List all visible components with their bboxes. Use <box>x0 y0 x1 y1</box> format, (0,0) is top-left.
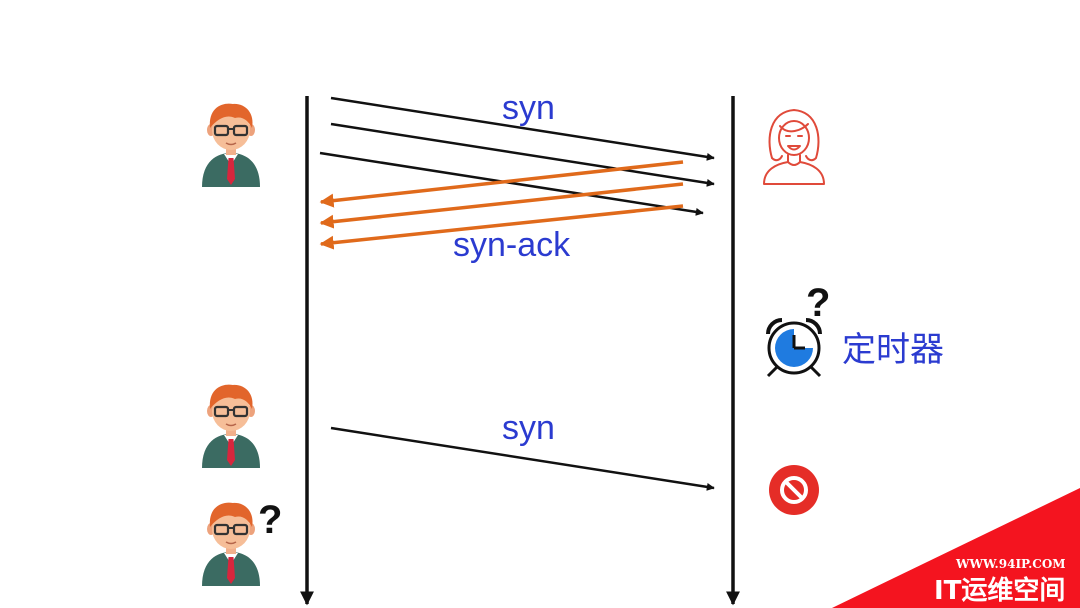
syn-ack-label: syn-ack <box>453 226 571 264</box>
watermark: WWW.94IP.COM IT运维空间 <box>832 488 1080 608</box>
watermark-banner <box>832 488 1080 608</box>
client-avatar-top-icon <box>200 102 262 189</box>
timer-label: 定时器 <box>842 330 944 370</box>
syn-label-bottom: syn <box>502 409 555 447</box>
syn-arrow-late <box>330 426 715 491</box>
syn-label-top: syn <box>502 89 555 127</box>
syn-arrow-3 <box>319 151 704 216</box>
client-avatar-bottom-icon <box>200 501 262 588</box>
server-avatar-icon <box>763 109 825 185</box>
watermark-url: WWW.94IP.COM <box>955 557 1066 571</box>
client-question-mark: ? <box>258 498 282 542</box>
client-avatar-middle-icon <box>200 383 262 470</box>
syn-arrow-1 <box>330 96 715 161</box>
timer-question-mark: ? <box>806 281 830 325</box>
syn-ack-arrow-2 <box>319 182 684 229</box>
alarm-clock-icon <box>766 318 822 378</box>
no-entry-icon <box>769 465 819 515</box>
syn-arrow-2 <box>330 122 715 187</box>
watermark-name: IT运维空间 <box>934 575 1065 606</box>
syn-ack-arrow-3 <box>319 204 684 250</box>
syn-ack-arrow-1 <box>319 160 684 208</box>
